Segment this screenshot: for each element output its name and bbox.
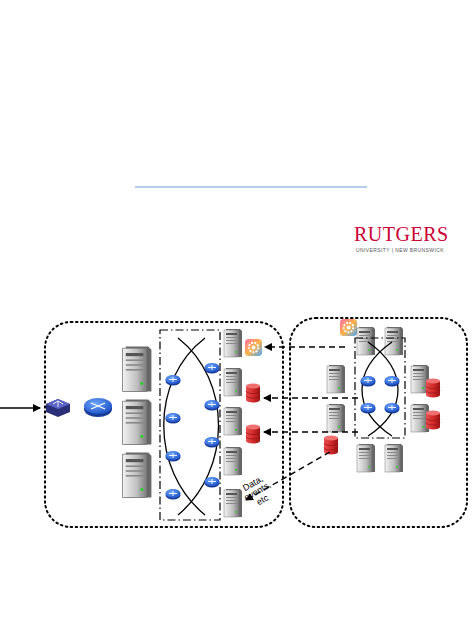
switch-icon	[205, 477, 220, 488]
fabric-curve	[178, 338, 219, 515]
logo-wordmark: RUTGERS	[354, 224, 464, 245]
database-icon	[246, 425, 260, 444]
switch-icon	[385, 376, 400, 387]
database-icon	[246, 384, 260, 403]
switch-icon	[166, 375, 181, 386]
server-icon	[224, 447, 242, 475]
database-icon	[426, 379, 440, 398]
datacenter-boundary	[45, 322, 283, 527]
server-icon	[327, 404, 345, 432]
network-fabric-outline	[160, 330, 220, 520]
server-icon	[385, 327, 403, 355]
router-icon	[84, 398, 112, 417]
switch-icon	[205, 400, 220, 411]
fabric-curve	[368, 342, 398, 436]
fabric-curve	[362, 342, 392, 436]
server-icon	[123, 400, 152, 445]
server-icon	[357, 444, 375, 472]
server-icon	[327, 365, 345, 393]
ingress-arrow	[0, 407, 40, 409]
replication-arrow	[265, 346, 345, 347]
switch-icon	[205, 363, 220, 374]
switch-icon	[166, 451, 181, 462]
title-rule	[135, 186, 367, 187]
arrow-label: Data, events, etc	[236, 471, 280, 513]
switch-icon	[361, 376, 376, 387]
switch-icon	[166, 489, 181, 500]
network-fabric-outline	[355, 338, 405, 438]
app-icon	[340, 319, 357, 336]
switch-icon	[205, 437, 220, 448]
app-icon	[245, 339, 262, 356]
server-icon	[357, 327, 375, 355]
server-icon	[224, 368, 242, 396]
switch-icon	[361, 403, 376, 414]
datacenter-boundary	[290, 318, 467, 527]
server-icon	[385, 444, 403, 472]
server-icon	[123, 453, 152, 498]
firewall-icon	[46, 399, 70, 417]
replication-arrow	[264, 431, 358, 432]
fabric-curve	[164, 338, 205, 515]
server-icon	[224, 329, 242, 357]
server-icon	[224, 489, 242, 517]
switch-icon	[166, 413, 181, 424]
server-icon	[123, 347, 152, 392]
server-icon	[224, 407, 242, 435]
logo-subtitle: UNIVERSITY | NEW BRUNSWICK	[356, 248, 466, 253]
database-icon	[324, 436, 338, 455]
database-icon	[426, 411, 440, 430]
replication-arrow	[264, 397, 358, 398]
switch-icon	[385, 403, 400, 414]
